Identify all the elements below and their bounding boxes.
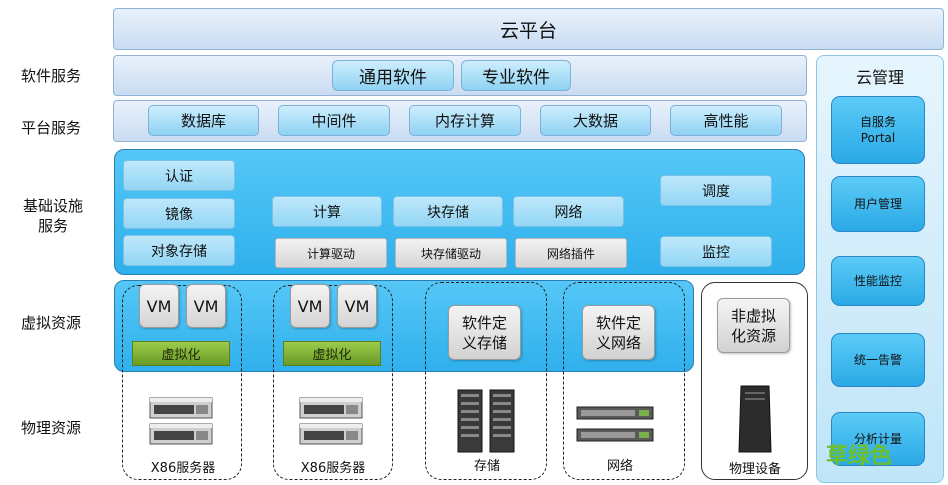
compute-driver-box: 计算驱动	[275, 238, 387, 268]
object-storage-box: 对象存储	[123, 235, 235, 266]
vm-box-2: VM	[186, 284, 226, 328]
vm-box-3: VM	[290, 284, 330, 328]
storage-array-icon	[457, 389, 515, 453]
x86-server-icon-1	[149, 397, 213, 445]
cloud-management-title: 云管理	[855, 68, 904, 87]
x86-group-2	[273, 285, 393, 480]
watermark-text: 草绿色	[826, 444, 893, 469]
storage-group	[425, 282, 547, 480]
virtualization-box-2: 虚拟化	[283, 341, 381, 366]
network-plugin-box: 网络插件	[515, 238, 627, 268]
label-software-services: 软件服务	[20, 67, 81, 85]
image-box: 镜像	[123, 198, 235, 229]
in-memory-computing-box: 内存计算	[409, 105, 521, 136]
x86-server-label-1: X86服务器	[150, 461, 216, 476]
storage-label: 存储	[473, 459, 500, 474]
general-software-box: 通用软件	[332, 60, 454, 91]
label-virtual-resources: 虚拟资源	[20, 314, 81, 332]
physical-device-label: 物理设备	[728, 462, 781, 477]
professional-software-box: 专业软件	[461, 60, 571, 91]
block-storage-box: 块存储	[393, 196, 503, 227]
x86-server-icon-2	[299, 397, 363, 445]
auth-box: 认证	[123, 160, 235, 191]
block-storage-driver-box: 块存储驱动	[395, 238, 507, 268]
physical-device-tower-icon	[738, 385, 772, 453]
cloud-platform-bar: 云平台	[113, 8, 944, 50]
sdn-label: 软件定义网络	[595, 313, 641, 352]
software-services-band	[113, 55, 807, 96]
cloud-platform-title: 云平台	[499, 19, 557, 42]
label-platform-services: 平台服务	[20, 119, 81, 137]
self-service-portal-box: 自服务Portal	[831, 96, 925, 164]
hpc-box: 高性能	[670, 105, 782, 136]
network-group	[563, 282, 685, 480]
database-box: 数据库	[148, 105, 259, 136]
label-infra-services: 基础设施服务	[22, 197, 83, 235]
middleware-box: 中间件	[278, 105, 390, 136]
vm-box-1: VM	[139, 284, 179, 328]
sds-label: 软件定义存储	[461, 313, 507, 352]
software-defined-storage-box: 软件定义存储	[448, 305, 521, 360]
monitoring-box: 监控	[660, 236, 772, 267]
performance-monitoring-box: 性能监控	[831, 256, 925, 306]
user-management-box: 用户管理	[831, 176, 925, 232]
network-label: 网络	[606, 459, 633, 474]
non-virtualized-resource-box: 非虚拟化资源	[717, 298, 790, 353]
nonvirtual-label: 非虚拟化资源	[730, 306, 776, 345]
virtualization-box-1: 虚拟化	[132, 341, 230, 366]
vm-box-4: VM	[337, 284, 377, 328]
compute-box: 计算	[272, 196, 382, 227]
self-service-portal-label: 自服务Portal	[859, 115, 896, 145]
analysis-metering-box: 分析计量	[831, 412, 925, 466]
label-physical-resources: 物理资源	[20, 419, 81, 437]
network-box: 网络	[513, 196, 624, 227]
x86-server-label-2: X86服务器	[300, 461, 366, 476]
scheduling-box: 调度	[660, 175, 772, 206]
software-defined-network-box: 软件定义网络	[582, 305, 655, 360]
network-switch-icon	[576, 406, 654, 442]
big-data-box: 大数据	[540, 105, 651, 136]
unified-alert-box: 统一告警	[831, 333, 925, 387]
x86-group-1	[122, 285, 242, 480]
